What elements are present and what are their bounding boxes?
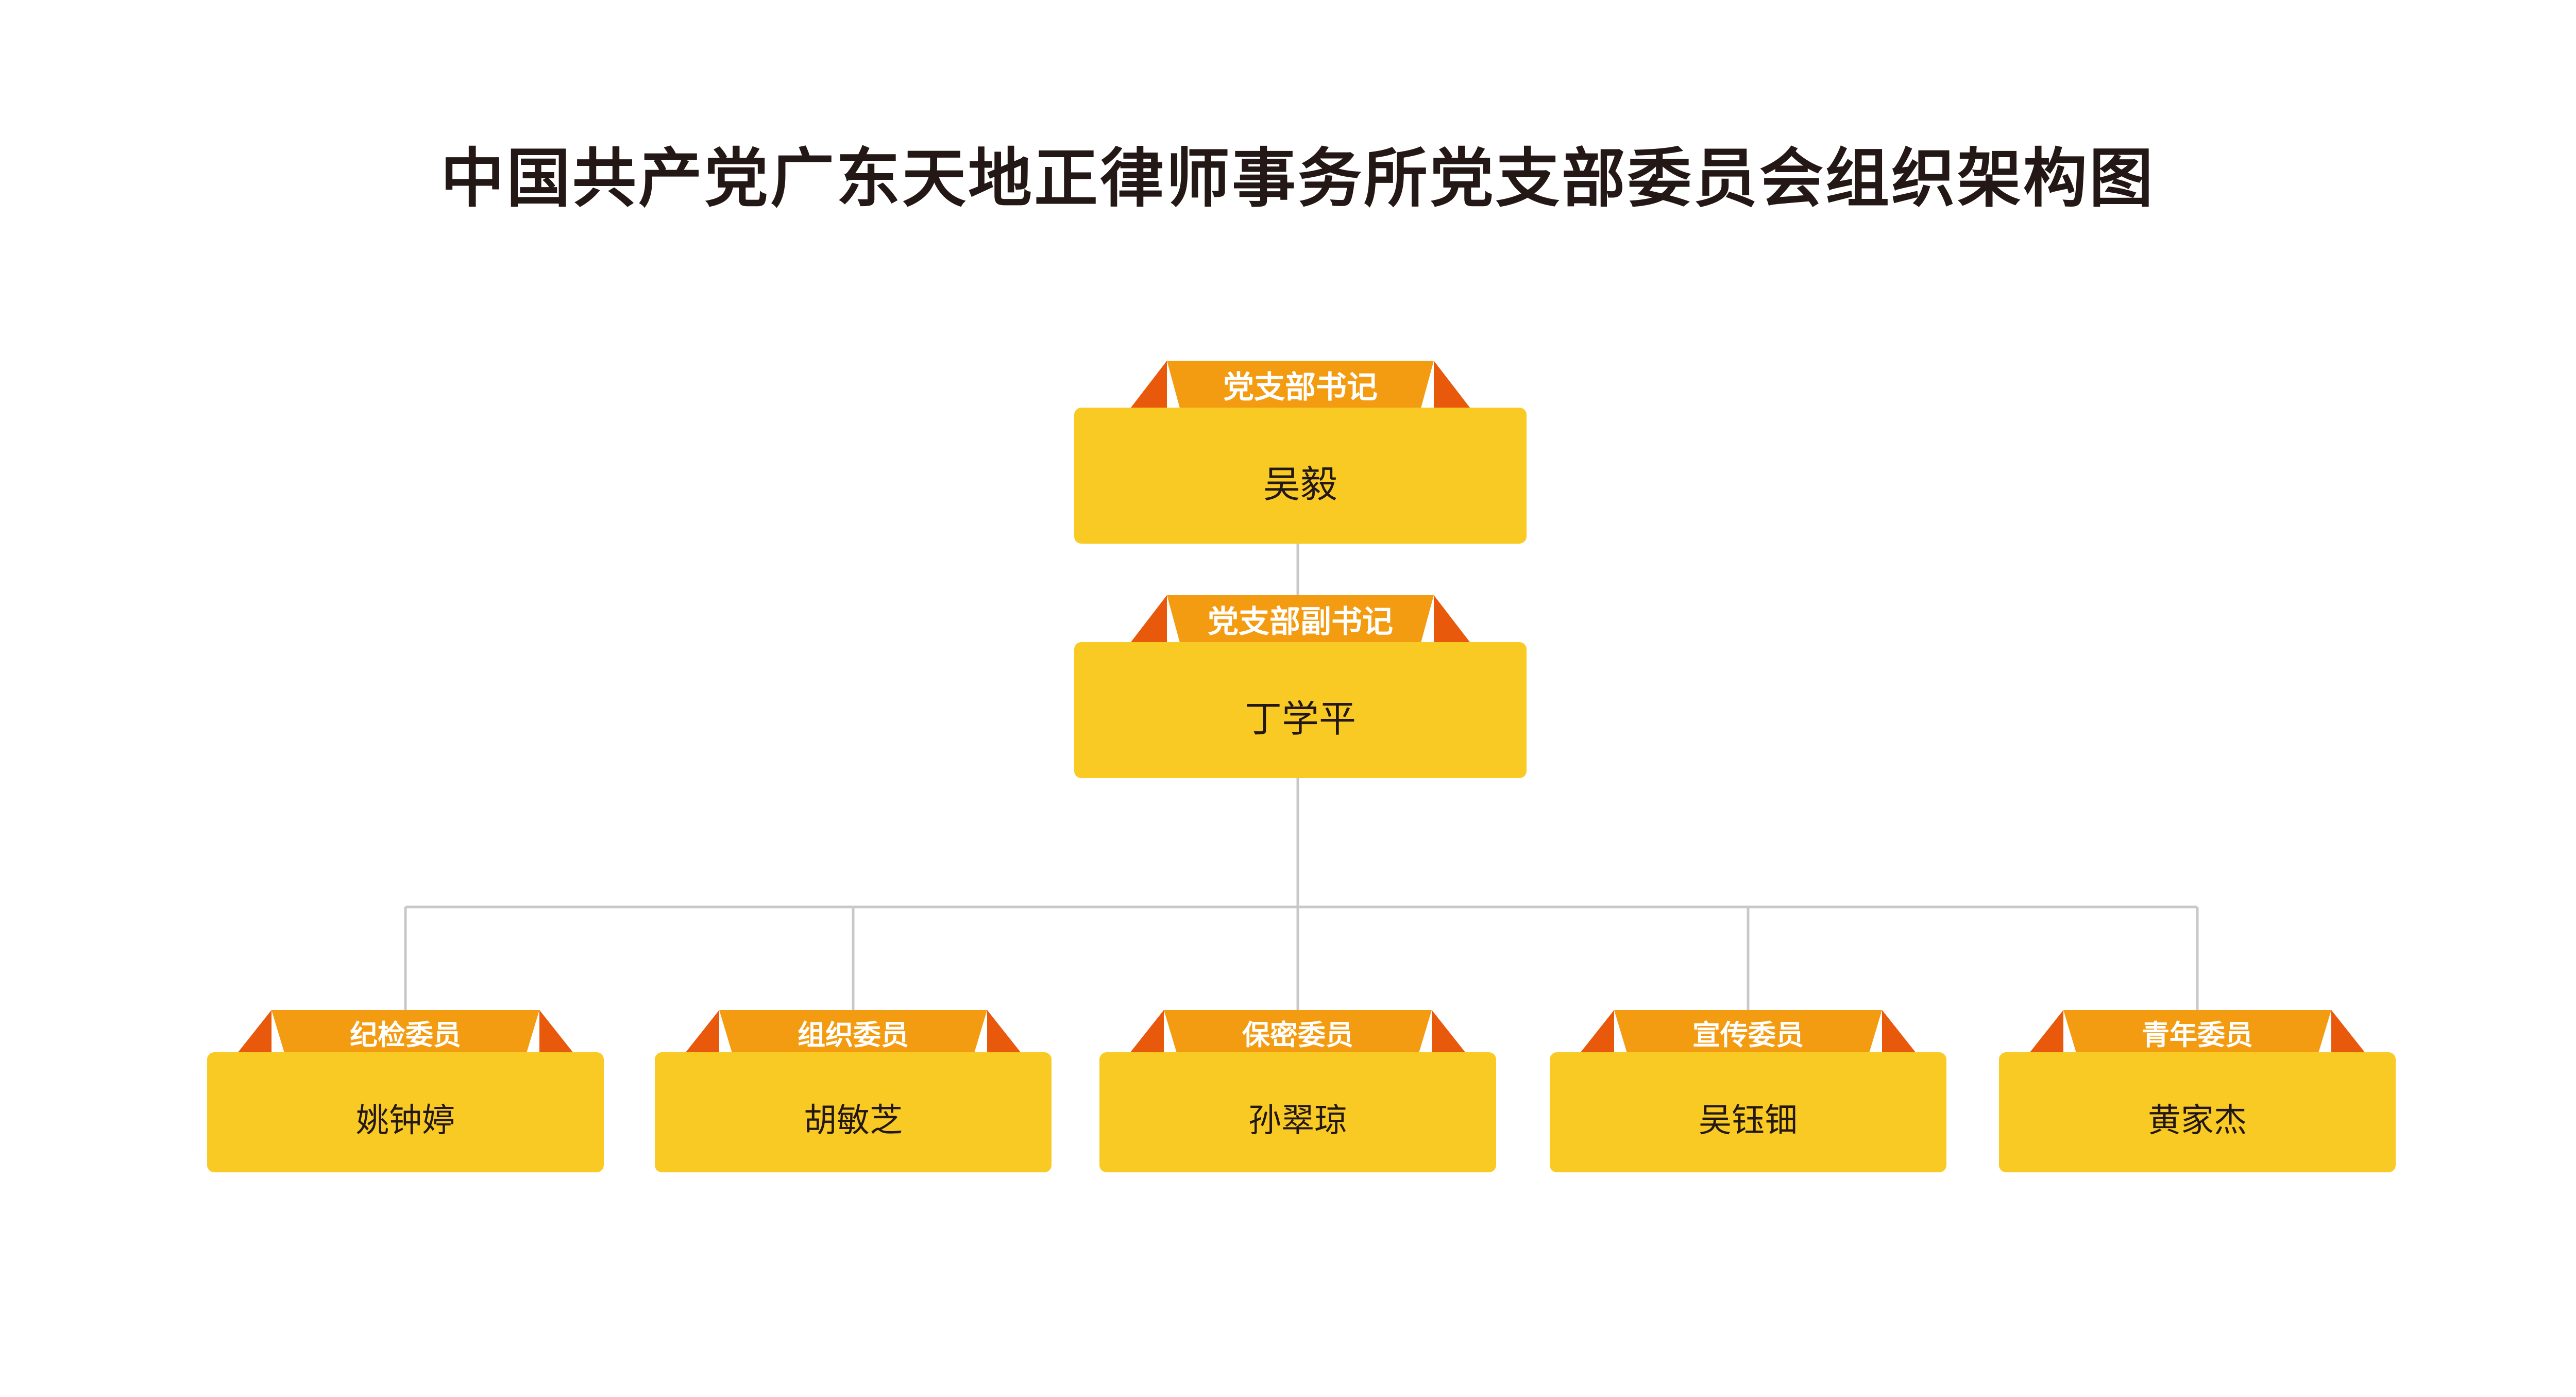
member-3-name: 孙翠琼	[1248, 1101, 1347, 1140]
member-4-role: 宣传委员	[1692, 1019, 1804, 1051]
member-1-role: 纪检委员	[350, 1019, 461, 1051]
deputy-name: 丁学平	[1244, 697, 1356, 740]
secretary-role: 党支部书记	[1223, 369, 1378, 406]
member-3-role: 保密委员	[1242, 1019, 1353, 1051]
page-title: 中国共产党广东天地正律师事务所党支部委员会组织架构图	[440, 142, 2155, 216]
member-2-name: 胡敏芝	[804, 1101, 903, 1140]
member-2-box: 胡敏芝	[655, 1052, 1052, 1172]
member-3-box: 孙翠琼	[1099, 1052, 1496, 1172]
node-deputy: 党支部副书记 丁学平	[1074, 595, 1527, 778]
node-member-1: 纪检委员 姚钟婷	[207, 1010, 604, 1172]
node-secretary: 党支部书记 吴毅	[1074, 361, 1527, 544]
secretary-name: 吴毅	[1263, 462, 1337, 506]
node-member-2: 组织委员 胡敏芝	[655, 1010, 1052, 1172]
member-1-name: 姚钟婷	[356, 1101, 455, 1140]
node-member-3: 保密委员 孙翠琼	[1099, 1010, 1496, 1172]
member-2-role: 组织委员	[798, 1019, 909, 1051]
member-5-role: 青年委员	[2142, 1019, 2253, 1051]
member-4-box: 吴钰钿	[1550, 1052, 1946, 1172]
deputy-role: 党支部副书记	[1208, 604, 1393, 640]
deputy-box: 丁学平	[1074, 642, 1527, 778]
node-member-5: 青年委员 黄家杰	[1999, 1010, 2396, 1172]
member-5-name: 黄家杰	[2148, 1101, 2247, 1140]
node-member-4: 宣传委员 吴钰钿	[1550, 1010, 1946, 1172]
member-1-box: 姚钟婷	[207, 1052, 604, 1172]
member-5-box: 黄家杰	[1999, 1052, 2396, 1172]
secretary-box: 吴毅	[1074, 408, 1527, 544]
member-4-name: 吴钰钿	[1699, 1101, 1798, 1140]
